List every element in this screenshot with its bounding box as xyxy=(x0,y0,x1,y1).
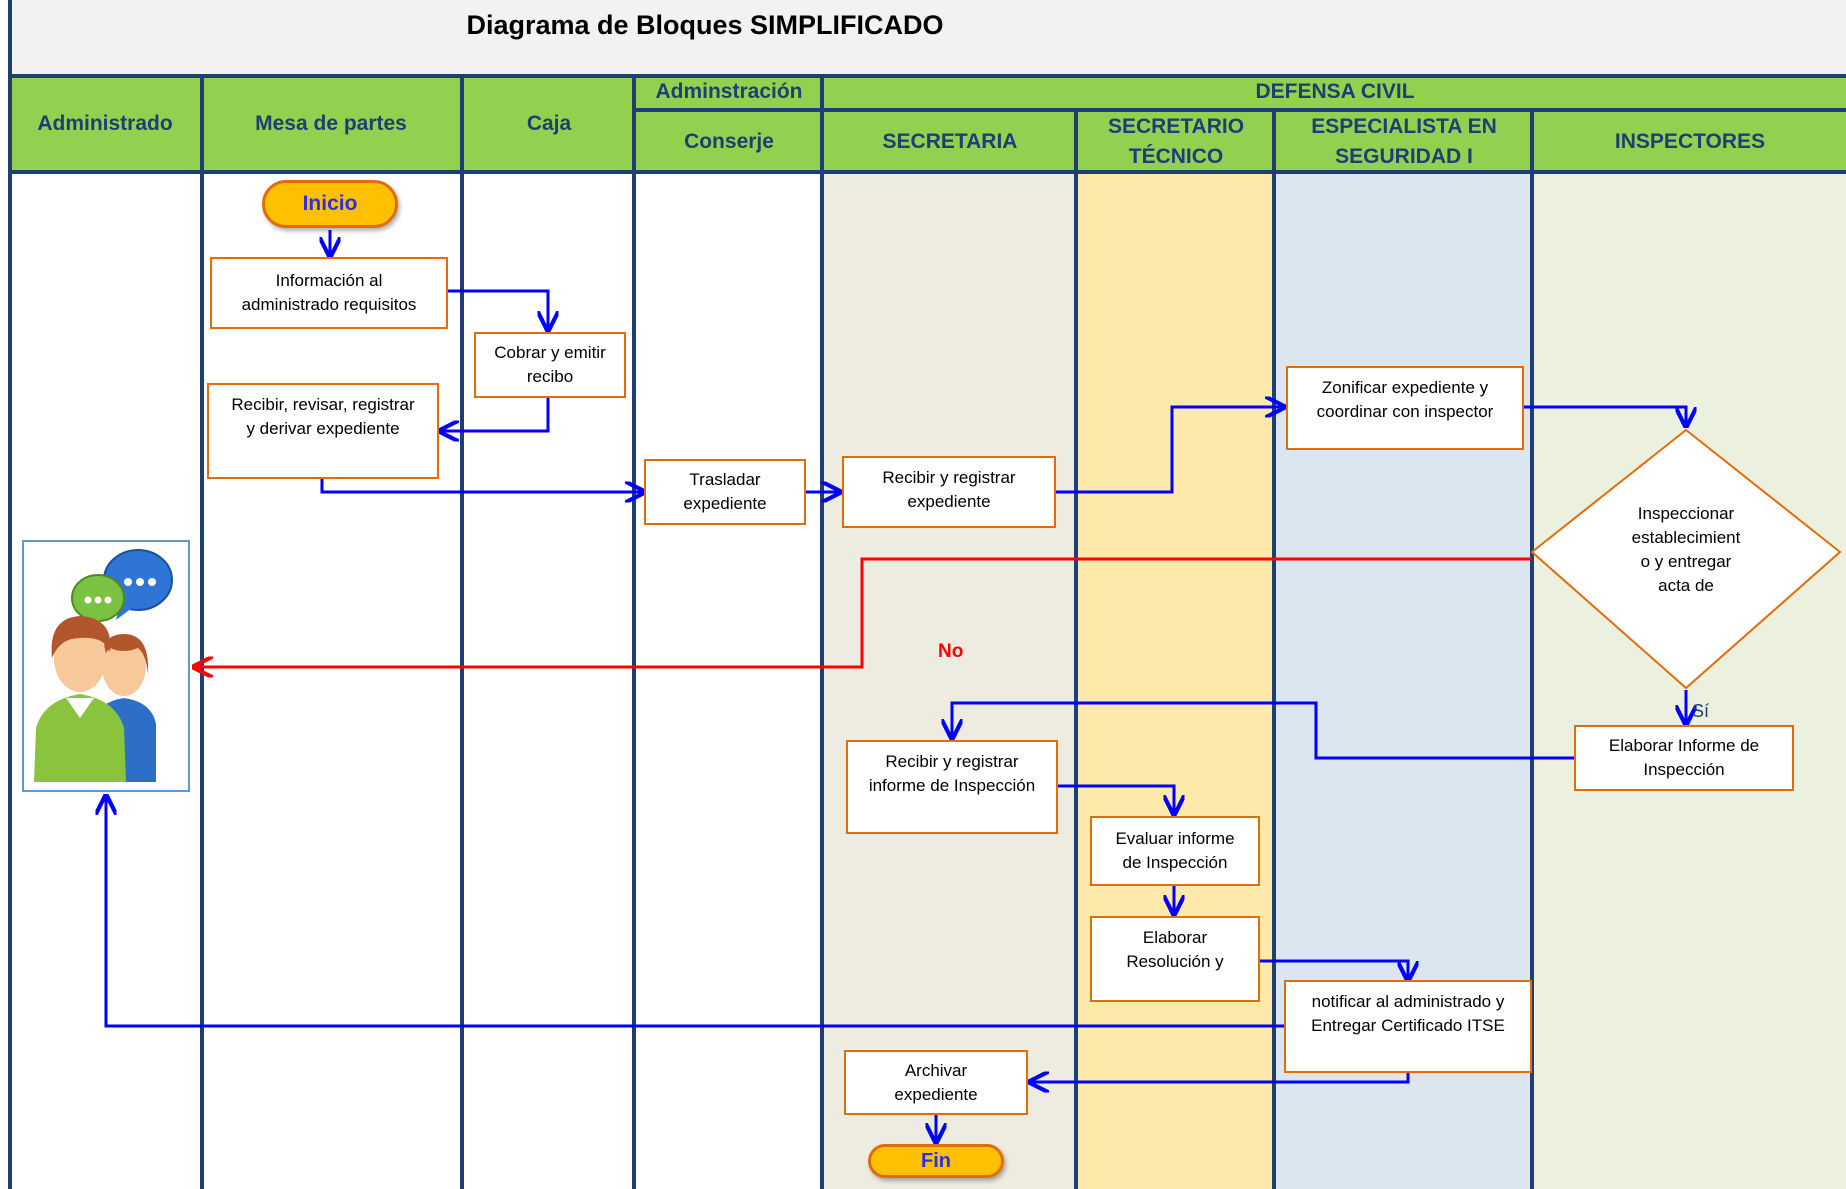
box-text: Elaborar Informe de xyxy=(1608,736,1760,755)
label-si: Sí xyxy=(1692,701,1710,721)
title-bar: Diagrama de Bloques SIMPLIFICADO xyxy=(10,0,1846,76)
box-text: y derivar expediente xyxy=(246,419,400,438)
box-text: Cobrar y emitir xyxy=(494,343,606,362)
connector xyxy=(1030,1073,1410,1082)
box-text: Archivar xyxy=(904,1060,968,1080)
decision-text: acta de xyxy=(1658,576,1714,595)
header-secretario-tecnico-line2: TÉCNICO xyxy=(1128,145,1224,168)
process-informacion: Información al administrado requisitos xyxy=(210,257,448,329)
box-text: informe de Inspección xyxy=(868,776,1036,795)
connector xyxy=(1056,407,1284,494)
start-terminal: Inicio xyxy=(262,180,398,228)
decision-diamond xyxy=(1530,428,1842,690)
process-archivar: Archivar expediente xyxy=(844,1050,1028,1115)
header-especialista-line2: SEGURIDAD I xyxy=(1335,145,1473,168)
box-text: Entregar Certificado ITSE xyxy=(1311,1016,1505,1035)
lane-divider xyxy=(1530,108,1534,1189)
lane-bg-secretaria xyxy=(824,172,1076,1189)
header-secretaria: SECRETARIA xyxy=(824,112,1076,172)
process-notificar: notificar al administrado y Entregar Cer… xyxy=(1284,980,1532,1073)
decision-inspeccionar: Inspeccionar establecimient o y entregar… xyxy=(1606,502,1766,598)
box-text: Recibir y registrar xyxy=(882,468,1016,487)
box-text: expediente xyxy=(683,494,767,513)
end-terminal: Fin xyxy=(868,1144,1004,1178)
header-conserje: Conserje xyxy=(636,112,822,172)
process-cobrar: Cobrar y emitir recibo xyxy=(474,332,626,398)
box-text: Recibir, revisar, registrar xyxy=(231,395,415,414)
box-text: de Inspección xyxy=(1122,853,1228,872)
label-no: No xyxy=(938,641,964,662)
box-text: Elaborar xyxy=(1142,928,1208,947)
connector xyxy=(320,479,644,492)
box-text: Información al xyxy=(275,271,383,290)
box-text: recibo xyxy=(526,367,574,386)
connector xyxy=(952,701,1574,760)
process-recibir-revisar: Recibir, revisar, registrar y derivar ex… xyxy=(207,383,439,479)
connector xyxy=(1260,959,1408,980)
decision-text: establecimient xyxy=(1631,528,1741,547)
administrado-illustration xyxy=(22,540,190,792)
process-elaborar-resolucion: Elaborar Resolución y xyxy=(1090,916,1260,1002)
header-caja: Caja xyxy=(464,76,634,172)
header-administracion: Adminstración xyxy=(636,76,822,108)
connector xyxy=(1524,405,1686,426)
connector xyxy=(448,289,548,330)
box-text: Evaluar informe xyxy=(1115,829,1235,848)
lane-divider xyxy=(632,76,636,1189)
box-text: Recibir y registrar xyxy=(885,752,1019,771)
box-text: Trasladar xyxy=(689,470,761,489)
people-chat-icon xyxy=(34,549,173,782)
process-recibir-informe: Recibir y registrar informe de Inspecció… xyxy=(846,740,1058,834)
box-text: Resolución y xyxy=(1126,952,1224,971)
header-especialista-line1: ESPECIALISTA EN xyxy=(1311,115,1497,138)
header-secretario-tecnico-line1: SECRETARIO xyxy=(1107,115,1245,138)
connector xyxy=(1058,784,1174,814)
header-inspectores: INSPECTORES xyxy=(1534,112,1846,172)
header-group-border xyxy=(632,108,1846,112)
box-text: notificar al administrado y xyxy=(1311,992,1505,1011)
lane-divider xyxy=(820,76,824,1189)
header-bottom-border xyxy=(8,170,1846,174)
lane-divider xyxy=(200,76,204,1189)
process-trasladar: Trasladar expediente xyxy=(644,459,806,525)
lane-divider xyxy=(460,76,464,1189)
box-text: expediente xyxy=(907,492,991,511)
process-evaluar: Evaluar informe de Inspección xyxy=(1090,816,1260,886)
header-top-border xyxy=(8,74,1846,78)
header-defensa-civil: DEFENSA CIVIL xyxy=(824,76,1846,108)
header-mesa-de-partes: Mesa de partes xyxy=(202,76,460,172)
header-secretario-tecnico: SECRETARIO TÉCNICO xyxy=(1078,112,1274,172)
lane-divider xyxy=(1272,108,1276,1189)
box-text: coordinar con inspector xyxy=(1316,402,1494,421)
process-zonificar: Zonificar expediente y coordinar con ins… xyxy=(1286,366,1524,450)
process-elaborar-informe: Elaborar Informe de Inspección xyxy=(1574,725,1794,791)
box-text: Zonificar expediente y xyxy=(1321,378,1489,397)
process-recibir-registrar: Recibir y registrar expediente xyxy=(842,456,1056,528)
box-text: administrado requisitos xyxy=(241,295,417,314)
header-especialista: ESPECIALISTA EN SEGURIDAD I xyxy=(1276,112,1532,172)
box-text: Inspección xyxy=(1643,760,1725,779)
lane-divider xyxy=(1074,108,1078,1189)
header-administrado: Administrado xyxy=(10,76,200,172)
box-text: expediente xyxy=(894,1084,978,1104)
lane-bg-secretario-tecnico xyxy=(1078,172,1274,1189)
connector xyxy=(440,398,550,431)
decision-text: o y entregar xyxy=(1640,552,1732,571)
connector xyxy=(106,796,1284,1028)
lane-divider xyxy=(8,0,12,1189)
connector-no xyxy=(194,557,1532,667)
diagram-title: Diagrama de Bloques SIMPLIFICADO xyxy=(466,10,944,40)
decision-text: Inspeccionar xyxy=(1637,504,1735,523)
